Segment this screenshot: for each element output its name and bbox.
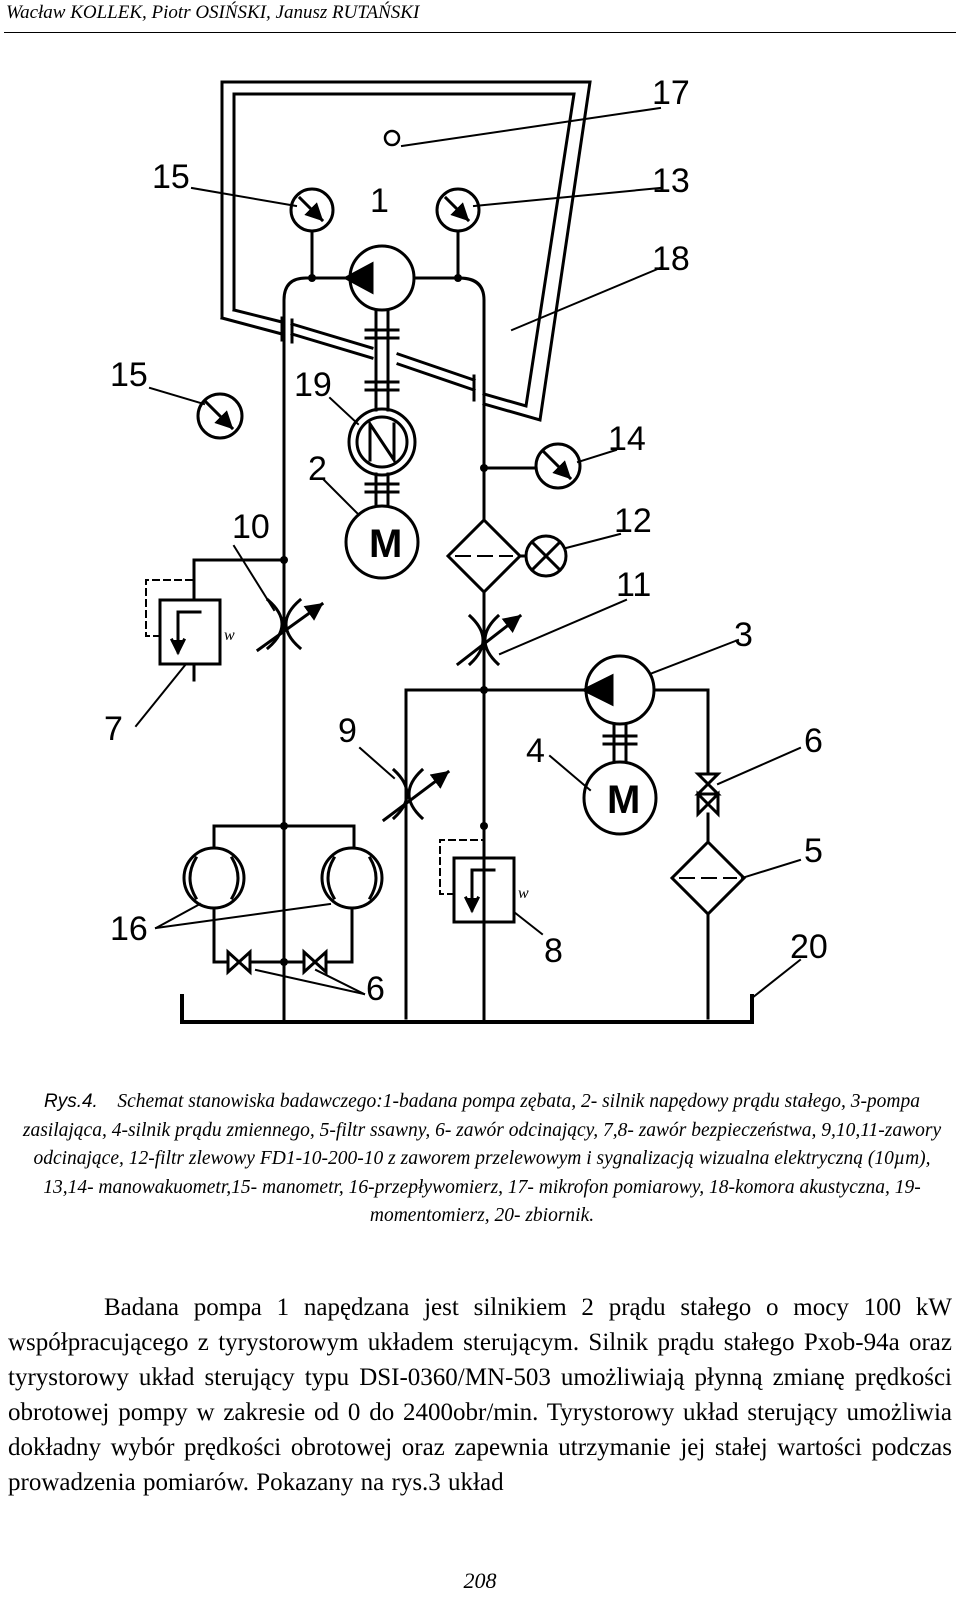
hydraulic-test-stand-diagram: M M w w 1 2 3 4 5 6 6 7 8 9 10 11 12 13 … <box>104 74 828 1024</box>
label-2: 2 <box>308 450 327 488</box>
label-6-right: 6 <box>804 722 823 760</box>
reservoir-20 <box>180 994 754 1024</box>
label-4: 4 <box>526 732 545 770</box>
label-19: 19 <box>294 366 332 404</box>
label-8: 8 <box>544 932 563 970</box>
vacuum-gauge-13 <box>435 187 481 280</box>
label-9: 9 <box>338 712 357 750</box>
torque-meter-19 <box>347 407 417 477</box>
flowmeter-16-left <box>182 846 246 910</box>
shutoff-valve-6-left <box>226 948 264 976</box>
motor-letter-2: M <box>369 522 402 566</box>
label-16: 16 <box>110 910 148 948</box>
spring-letter-7: w <box>224 627 235 644</box>
label-15-top: 15 <box>152 158 190 196</box>
return-filter-12 <box>445 517 568 595</box>
running-header-authors: Wacław KOLLEK, Piotr OSIŃSKI, Janusz RUT… <box>6 2 420 23</box>
suction-filter-5 <box>669 839 747 917</box>
shaft-3-4 <box>602 722 638 764</box>
pressure-gauge-15-top <box>289 187 335 280</box>
label-5: 5 <box>804 832 823 870</box>
acoustic-chamber <box>220 80 592 422</box>
body-paragraph: Badana pompa 1 napędzana jest silnikiem … <box>8 1294 952 1496</box>
label-7: 7 <box>104 710 123 748</box>
label-20: 20 <box>790 928 828 966</box>
vacuum-gauge-14 <box>482 442 582 490</box>
label-14: 14 <box>608 420 646 458</box>
pressure-gauge-15-left <box>196 392 244 440</box>
label-6-bottom: 6 <box>366 970 385 1008</box>
spring-letter-8: w <box>518 885 529 902</box>
charge-pump-3 <box>580 654 656 726</box>
shutoff-valve-6-vertical <box>694 772 722 796</box>
label-13: 13 <box>652 162 690 200</box>
label-3: 3 <box>734 616 753 654</box>
label-12: 12 <box>614 502 652 540</box>
label-15-left: 15 <box>110 356 148 394</box>
ac-motor-4 <box>582 760 658 836</box>
shaft-line <box>364 308 400 508</box>
dc-motor-2 <box>344 504 420 580</box>
figure-caption-text: Schemat stanowiska badawczego:1-badana p… <box>22 1091 942 1226</box>
label-10: 10 <box>232 508 270 546</box>
label-18: 18 <box>652 240 690 278</box>
flowmeter-16-right <box>320 846 384 910</box>
shutoff-valve-9 <box>381 767 451 823</box>
relief-valve-7 <box>145 579 222 682</box>
shutoff-valve-10 <box>255 597 325 653</box>
label-11: 11 <box>616 566 651 604</box>
relief-valve-8 <box>439 824 516 924</box>
shutoff-valve-11 <box>455 613 523 667</box>
microphone <box>383 129 401 147</box>
figure-caption: Rys.4. Schemat stanowiska badawczego:1-b… <box>18 1088 946 1231</box>
tested-pump-1 <box>342 244 416 312</box>
page-number: 208 <box>463 1568 497 1593</box>
motor-letter-4: M <box>607 778 640 822</box>
figure-label: Rys.4. <box>43 1091 98 1112</box>
header-rule <box>4 32 956 33</box>
shutoff-valve-6-right <box>302 948 342 976</box>
label-17: 17 <box>652 74 690 112</box>
label-1: 1 <box>370 182 389 220</box>
